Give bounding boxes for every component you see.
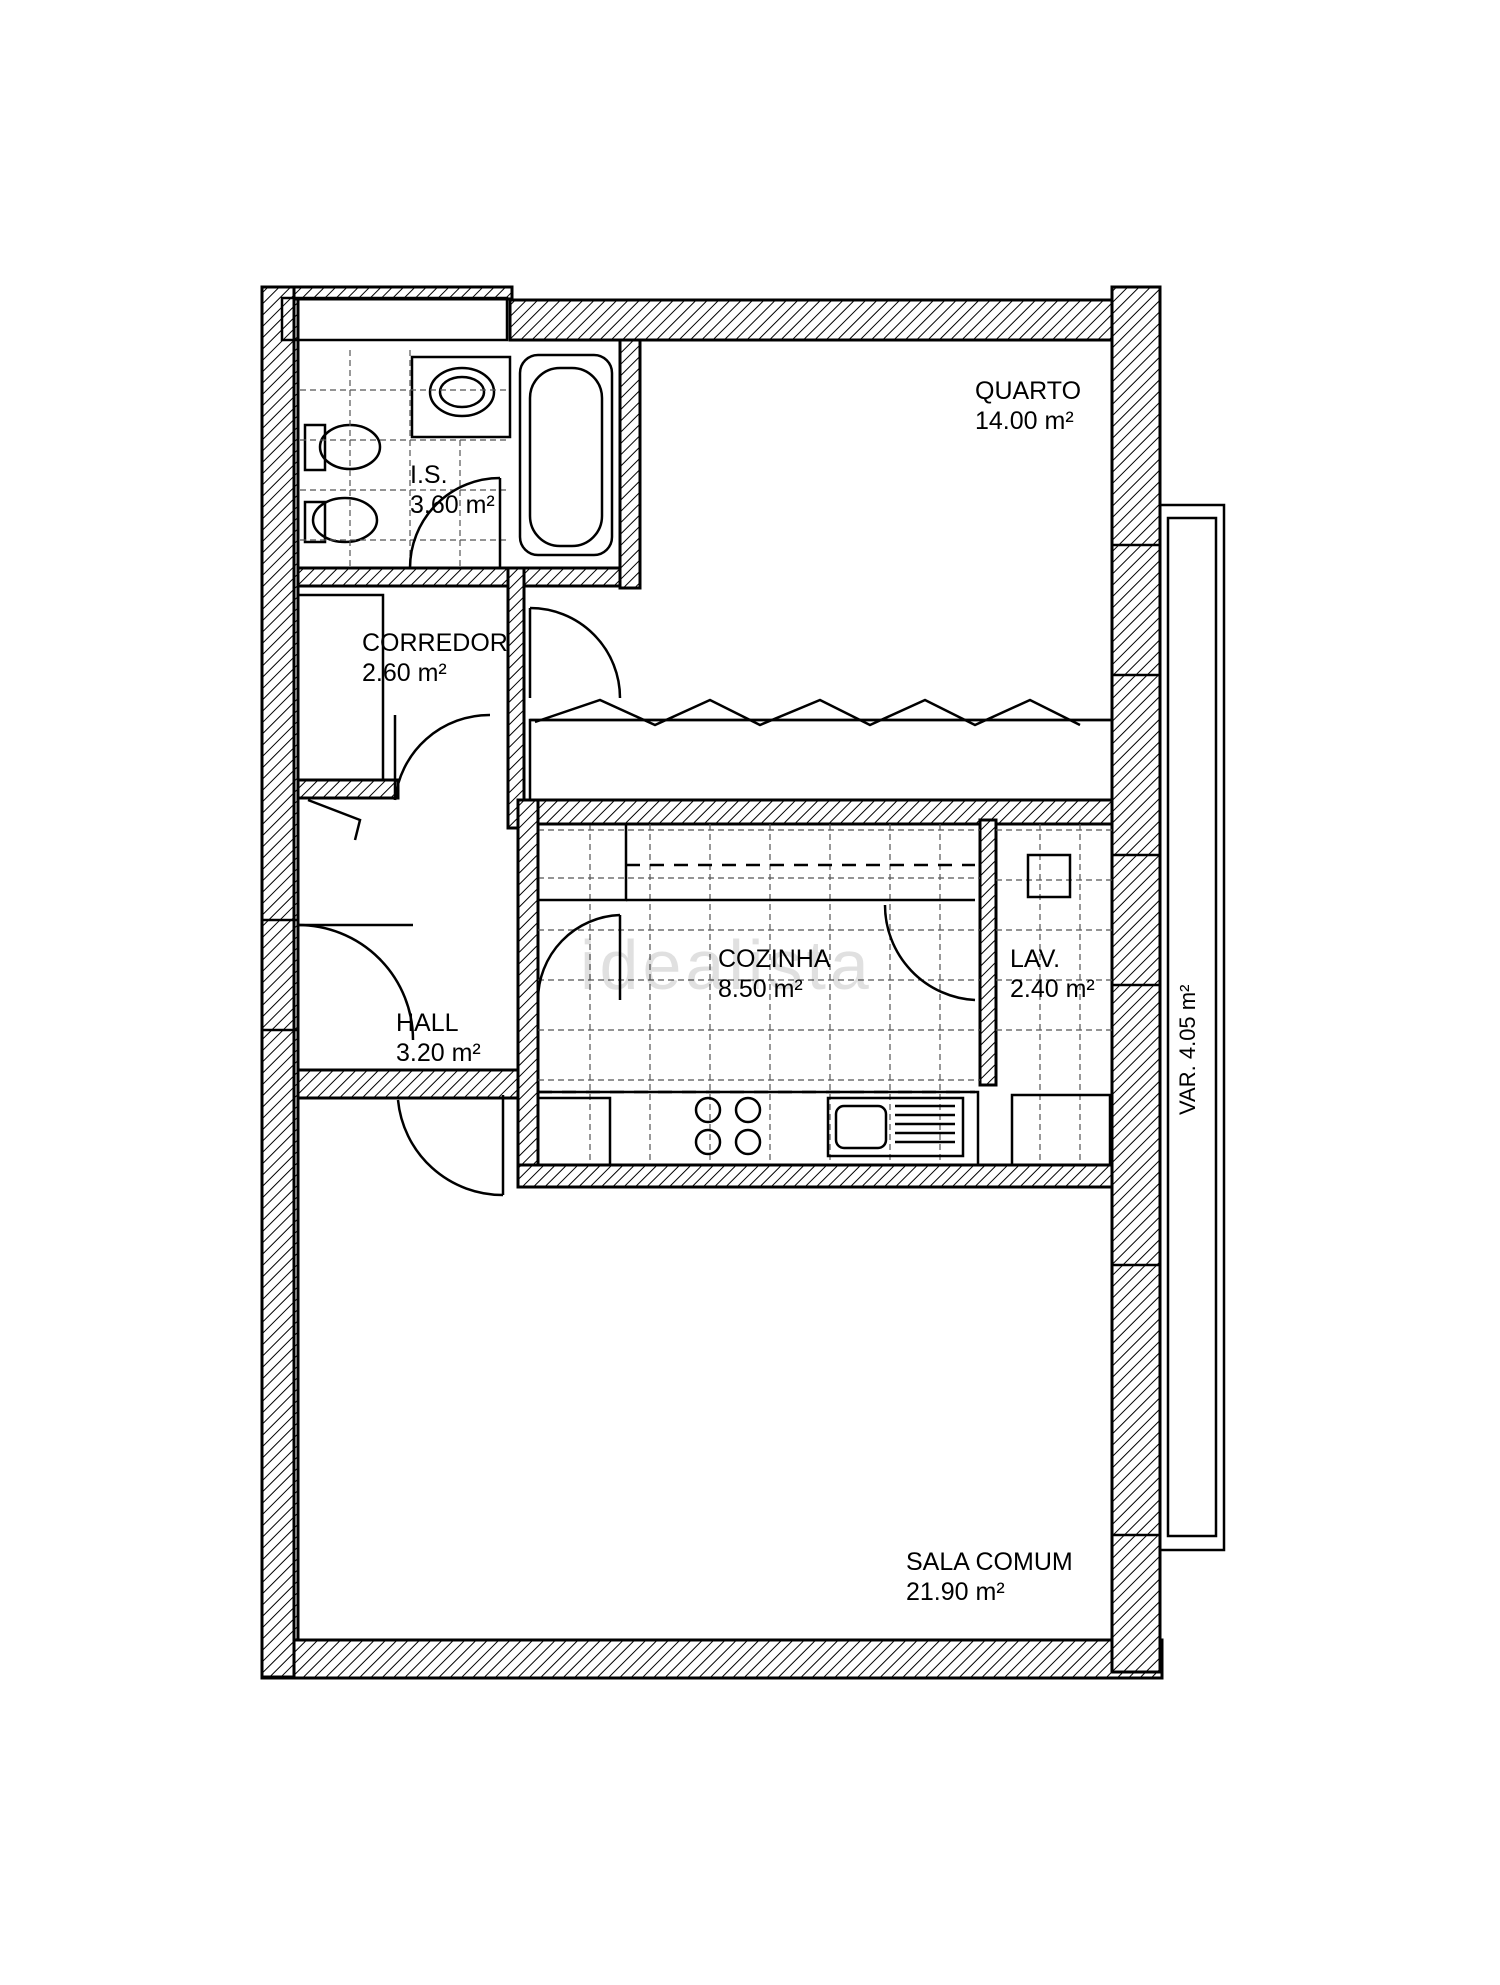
room-name: COZINHA [718, 945, 831, 973]
corridor-and-wardrobe [296, 593, 1114, 841]
room-area: 2.60 m² [362, 659, 447, 687]
room-name: SALA COMUM [906, 1548, 1073, 1576]
room-area: 8.50 m² [718, 975, 803, 1003]
room-name: QUARTO [975, 377, 1082, 405]
balcony-name: VAR. [1175, 1065, 1200, 1115]
room-area: 2.40 m² [1010, 975, 1095, 1003]
balcony-area: 4.05 m² [1175, 984, 1200, 1060]
room-area: 3.60 m² [410, 491, 495, 519]
room-label-corredor: CORREDOR 2.60 m² [362, 628, 508, 688]
room-label-hall: HALL 3.20 m² [396, 1008, 481, 1068]
room-name: LAV. [1010, 945, 1061, 973]
watermark: idealista [580, 926, 873, 1004]
room-name: I.S. [410, 461, 448, 489]
room-label-cozinha: COZINHA 8.50 m² [718, 944, 831, 1004]
room-label-sala: SALA COMUM 21.90 m² [906, 1547, 1073, 1607]
bathroom-fixtures [300, 350, 614, 569]
laundry-fixtures [996, 824, 1112, 1167]
balcony-label: VAR. 4.05 m² [1175, 985, 1201, 1115]
storage-strip [280, 296, 509, 342]
exterior-walls [260, 285, 1164, 1680]
hall-fixtures [260, 918, 505, 1197]
kitchen-fixtures [536, 822, 980, 1167]
room-area: 3.20 m² [396, 1039, 481, 1067]
room-label-quarto: QUARTO 14.00 m² [975, 376, 1081, 436]
balcony [1110, 503, 1226, 1552]
room-name: CORREDOR [362, 629, 508, 657]
room-label-is: I.S. 3.60 m² [410, 460, 495, 520]
interior-walls [296, 338, 1114, 1189]
room-area: 14.00 m² [975, 407, 1074, 435]
room-name: HALL [396, 1009, 459, 1037]
room-label-lav: LAV. 2.40 m² [1010, 944, 1095, 1004]
room-area: 21.90 m² [906, 1578, 1005, 1606]
